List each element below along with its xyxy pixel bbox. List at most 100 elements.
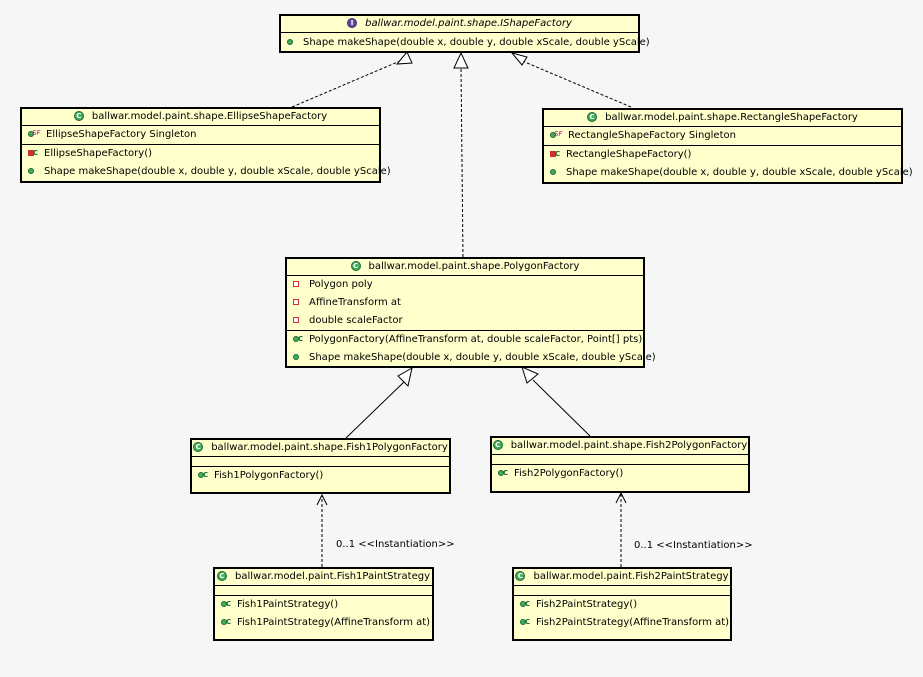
field-label: EllipseShapeFactory Singleton <box>46 129 197 140</box>
method-row: C Fish2PolygonFactory() <box>492 465 748 483</box>
method-label: Shape makeShape(double x, double y, doub… <box>309 352 656 363</box>
constructor-icon: C <box>518 617 530 627</box>
edge-fish2strategy-arrowhead <box>615 491 627 504</box>
method-label: Fish2PolygonFactory() <box>514 468 624 479</box>
public-method-icon <box>26 166 38 176</box>
method-label: Fish1PaintStrategy(AffineTransform at) <box>237 617 431 628</box>
class-icon: C <box>350 261 361 271</box>
constructor-icon: C <box>291 334 303 344</box>
fish1strategy-name: ballwar.model.paint.Fish1PaintStrategy <box>234 571 431 582</box>
rectangle-methods: C RectangleShapeFactory() Shape makeShape… <box>544 146 913 182</box>
class-icon: C <box>216 571 227 581</box>
method-row: C Fish1PolygonFactory() <box>192 467 449 485</box>
fish2-instantiation-label: 0..1 <<Instantiation>> <box>634 540 753 551</box>
private-field-icon <box>291 279 303 289</box>
constructor-icon: C <box>219 599 231 609</box>
method-label: Shape makeShape(double x, double y, doub… <box>44 166 391 177</box>
edge-fish1strategy-arrowhead <box>316 493 328 506</box>
fish1poly-fields <box>192 457 449 467</box>
static-final-field-icon: SF <box>548 130 566 140</box>
field-row: double scaleFactor <box>287 312 643 330</box>
fish2strategy-fields <box>514 586 730 596</box>
polygon-name: ballwar.model.paint.shape.PolygonFactory <box>368 261 580 272</box>
polygon-methods: C PolygonFactory(AffineTransform at, doub… <box>287 331 656 367</box>
constructor-icon: C <box>496 468 508 478</box>
private-field-icon <box>291 315 303 325</box>
public-method-icon <box>291 352 303 362</box>
class-icon: C <box>492 440 503 450</box>
class-icon: C <box>73 111 84 121</box>
interface-icon: I <box>347 18 358 28</box>
edge-rectangle-arrowhead <box>510 52 528 66</box>
fish2poly-methods: C Fish2PolygonFactory() <box>492 465 748 483</box>
method-label: Fish1PaintStrategy() <box>237 599 339 610</box>
public-method-icon <box>285 37 297 47</box>
method-row: C Fish1PaintStrategy(AffineTransform at) <box>215 614 432 632</box>
fish1strategy-fields <box>215 586 432 596</box>
field-label: double scaleFactor <box>309 315 403 326</box>
fish2strategy-name: ballwar.model.paint.Fish2PaintStrategy <box>533 571 729 582</box>
fish1poly-name: ballwar.model.paint.shape.Fish1PolygonFa… <box>211 442 448 453</box>
method-row: C EllipseShapeFactory() <box>22 145 379 163</box>
method-label: Shape makeShape(double x, double y, doub… <box>566 167 913 178</box>
static-final-field-icon: SF <box>26 129 44 139</box>
field-label: RectangleShapeFactory Singleton <box>568 130 736 141</box>
private-field-icon <box>291 297 303 307</box>
method-label: Fish2PaintStrategy(AffineTransform at) <box>536 617 730 628</box>
constructor-icon: C <box>196 470 208 480</box>
method-label: Shape makeShape(double x, double y, doub… <box>303 37 650 48</box>
field-label: AffineTransform at <box>309 297 401 308</box>
fish2poly-name: ballwar.model.paint.shape.Fish2PolygonFa… <box>510 440 748 451</box>
method-row: C Fish2PaintStrategy(AffineTransform at) <box>514 614 730 632</box>
polygon-fields: Polygon poly AffineTransform at double s… <box>287 276 643 331</box>
constructor-icon: C <box>219 617 231 627</box>
field-row: AffineTransform at <box>287 294 643 312</box>
edge-fish2poly-extends-polygon <box>532 379 591 437</box>
field-row: Polygon poly <box>287 276 643 294</box>
ishapefactory-name: ballwar.model.paint.shape.IShapeFactory <box>365 18 572 29</box>
rectangle-name: ballwar.model.paint.shape.RectangleShape… <box>605 112 858 123</box>
method-row: C RectangleShapeFactory() <box>544 146 901 164</box>
edge-rectangle-realizes-ishapefactory <box>519 59 632 108</box>
field-label: Polygon poly <box>309 279 373 290</box>
fish1strategy-methods: C Fish1PaintStrategy() C Fish1PaintStrateg… <box>215 596 432 632</box>
ellipse-methods: C EllipseShapeFactory() Shape makeShape(d… <box>22 145 391 181</box>
method-label: RectangleShapeFactory() <box>566 149 692 160</box>
ellipse-name: ballwar.model.paint.shape.EllipseShapeFa… <box>91 111 328 122</box>
method-label: PolygonFactory(AffineTransform at, doubl… <box>309 334 643 345</box>
constructor-icon: C <box>518 599 530 609</box>
method-label: EllipseShapeFactory() <box>44 148 153 159</box>
ishapefactory-methods: Shape makeShape(double x, double y, doub… <box>281 33 650 54</box>
method-label: Fish1PolygonFactory() <box>214 470 324 481</box>
edge-polygon-arrowhead <box>453 51 469 69</box>
constructor-icon: C <box>548 149 560 159</box>
fish2poly-fields <box>492 455 748 465</box>
edge-ellipse-arrowhead <box>395 51 413 65</box>
edge-ellipse-realizes-ishapefactory <box>291 57 408 108</box>
method-row: Shape makeShape(double x, double y, doub… <box>544 164 913 182</box>
constructor-icon: C <box>26 148 38 158</box>
method-row: C PolygonFactory(AffineTransform at, doub… <box>287 331 643 349</box>
